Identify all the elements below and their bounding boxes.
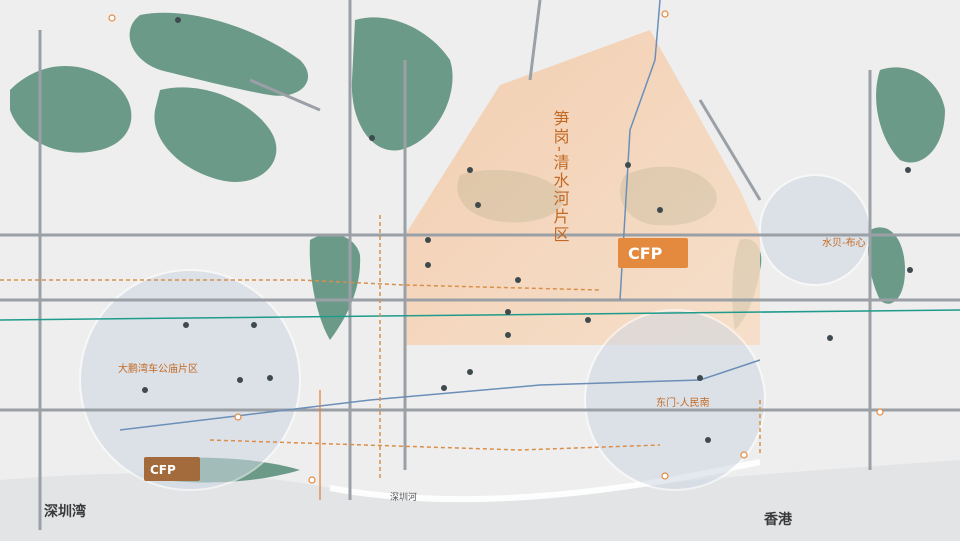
district-label-dongmen: 东门-人民南 [656, 396, 710, 409]
poi-dot [657, 207, 663, 213]
poi-dot [705, 437, 711, 443]
district-label-shuibei: 水贝-布心 [822, 237, 866, 249]
poi-dot [467, 369, 473, 375]
poi-dot [475, 202, 481, 208]
road-diag1 [528, 0, 542, 81]
poi-dots [142, 17, 913, 443]
station-marker [108, 14, 116, 22]
poi-dot [237, 377, 243, 383]
poi-dot [267, 375, 273, 381]
poi-dot [183, 322, 189, 328]
poi-dot [251, 322, 257, 328]
metro-line-4 [0, 279, 601, 291]
cfp-logo-text: CFP [628, 244, 663, 263]
station-marker [740, 451, 748, 459]
station-marker [234, 413, 242, 421]
metro-line-2 [119, 359, 761, 431]
poi-dot [585, 317, 591, 323]
metro-line-3 [619, 0, 661, 301]
cfp-logo-main[interactable]: CFP [618, 238, 688, 268]
poi-dot [907, 267, 913, 273]
poi-dot [505, 332, 511, 338]
mountain-1 [129, 12, 309, 96]
poi-dot [441, 385, 447, 391]
metro-lines [0, 0, 960, 500]
road-diag3 [698, 99, 762, 201]
mountain-4 [351, 17, 453, 151]
station-marker [308, 476, 316, 484]
district-label-buji: 笋岗-清水河片区 [551, 110, 570, 244]
poi-dot [425, 237, 431, 243]
mountain-3 [154, 87, 277, 182]
region-label-hong-kong: 香港 [763, 511, 793, 528]
district-label-dameisha: 大鹏湾车公庙片区 [118, 362, 198, 375]
poi-dot [369, 135, 375, 141]
poi-dot [175, 17, 181, 23]
region-label-shenzhen-bay: 深圳湾 [44, 503, 86, 520]
cfp-logo-secondary[interactable]: CFP [144, 457, 200, 481]
cfp-logo-bg-secondary [144, 457, 200, 481]
station-marker [661, 10, 669, 18]
metro-line-1 [0, 309, 960, 321]
poi-dot [827, 335, 833, 341]
zone-dameisha[interactable] [79, 269, 301, 491]
poi-dot [505, 309, 511, 315]
poi-dot [905, 167, 911, 173]
station-markers [108, 10, 884, 484]
mountain-7 [309, 234, 361, 340]
zone-dongmen[interactable] [584, 309, 766, 491]
road-diag2 [249, 78, 321, 112]
poi-dot [515, 277, 521, 283]
poi-dot [142, 387, 148, 393]
river-label-shenzhen: 深圳河 [390, 491, 417, 503]
poi-dot [425, 262, 431, 268]
station-marker [661, 472, 669, 480]
cfp-logo-text-secondary: CFP [150, 463, 176, 477]
poi-dot [625, 162, 631, 168]
highways [0, 0, 960, 530]
mountain-8 [868, 227, 905, 304]
poi-dot [697, 375, 703, 381]
station-marker [876, 408, 884, 416]
cfp-logo-bg [618, 238, 688, 268]
reservoir-area [876, 67, 945, 163]
poi-dot [467, 167, 473, 173]
metro-line-6 [209, 439, 661, 451]
zone-shuibei[interactable] [759, 174, 871, 286]
